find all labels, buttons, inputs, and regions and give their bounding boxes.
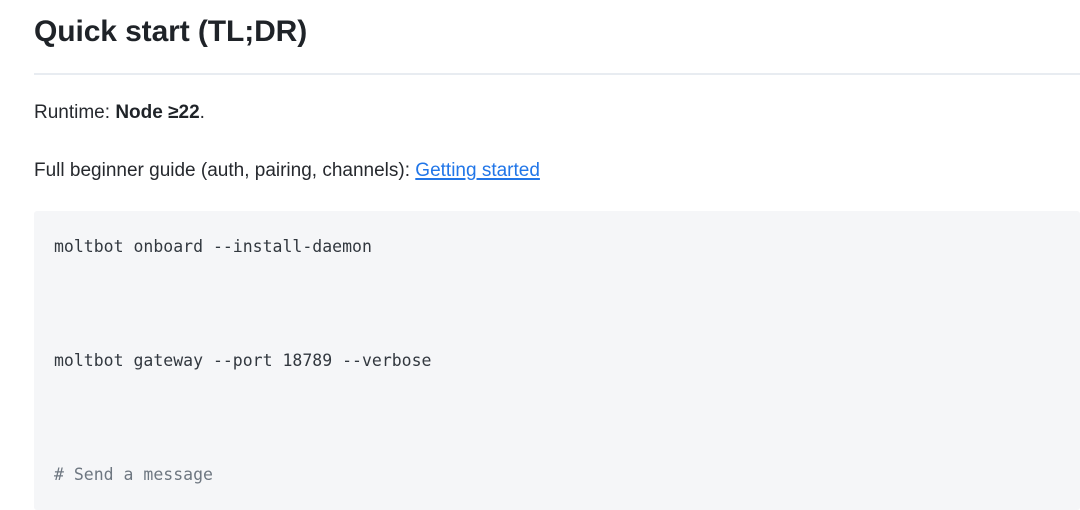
code-token-comment: # Send a message [54, 465, 213, 484]
code-line [54, 404, 1080, 433]
code-line [54, 290, 1080, 319]
page-title: Quick start (TL;DR) [34, 15, 308, 48]
code-block[interactable]: moltbot onboard --install-daemon moltbot… [34, 211, 1080, 510]
paragraph-guide: Full beginner guide (auth, pairing, chan… [34, 157, 540, 185]
code-line: moltbot gateway --port 18789 --verbose [54, 347, 1080, 376]
heading-divider [34, 73, 1080, 75]
code-token-plain: moltbot onboard --install-daemon [54, 237, 372, 256]
code-line: # Send a message [54, 461, 1080, 490]
runtime-version: Node ≥22 [115, 102, 200, 123]
guide-label: Full beginner guide (auth, pairing, chan… [34, 160, 416, 181]
runtime-period: . [199, 102, 205, 123]
runtime-label: Runtime: [34, 102, 116, 123]
code-line: moltbot onboard --install-daemon [54, 233, 1080, 262]
paragraph-runtime: Runtime: Node ≥22. [34, 99, 205, 127]
code-block-content: moltbot onboard --install-daemon moltbot… [34, 233, 1080, 510]
getting-started-link[interactable]: Getting started [415, 160, 540, 181]
code-token-plain: moltbot gateway --port 18789 --verbose [54, 351, 432, 370]
